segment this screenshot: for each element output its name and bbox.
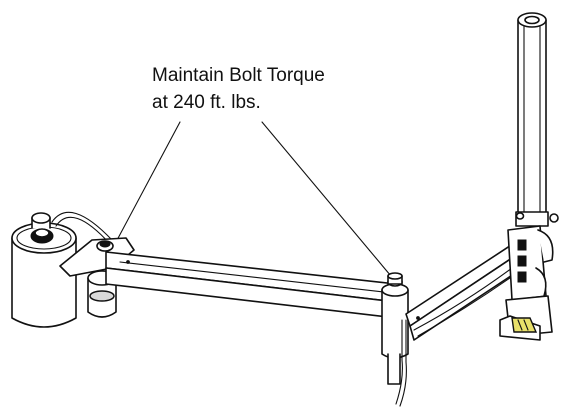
torque-callout: Maintain Bolt Torque at 240 ft. lbs. [152, 62, 325, 116]
diagonal-arm [405, 237, 533, 341]
column-clamp [507, 225, 554, 301]
callout-line-2: at 240 ft. lbs. [152, 92, 261, 113]
horizontal-arm [105, 251, 397, 319]
vertical-column [515, 12, 559, 227]
canister [11, 211, 113, 328]
elbow-post [381, 272, 409, 407]
callout-line-1: Maintain Bolt Torque [152, 65, 325, 86]
leader-lines [115, 121, 397, 283]
base-foot [499, 295, 553, 341]
